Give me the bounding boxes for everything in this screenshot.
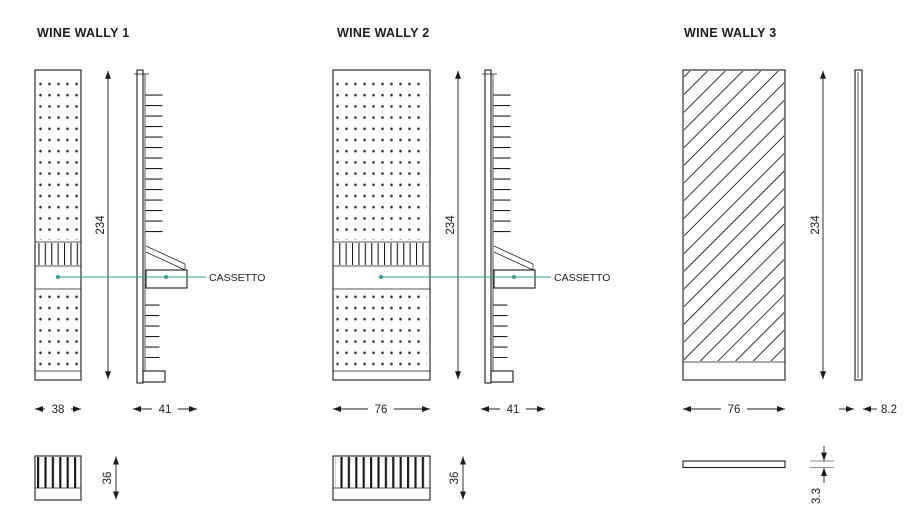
ww2-side-depth-dimension: 41	[481, 404, 545, 416]
ww2-front-width-dimension: 76	[333, 404, 430, 416]
product-title-3: WINE WALLY 3	[684, 26, 777, 40]
front-width-label: 76	[728, 404, 741, 416]
ww3-base-detail	[682, 460, 786, 469]
height-dim-label: 234	[95, 215, 107, 235]
side-depth-label: 41	[507, 404, 520, 416]
front-width-label: 76	[375, 404, 388, 416]
front-width-label: 38	[52, 404, 65, 416]
base-slats	[37, 457, 79, 488]
ww1-side-view	[134, 69, 188, 384]
ww1-side-depth-dimension: 41	[133, 404, 197, 416]
drawer-slide	[493, 245, 534, 271]
glass-hatching	[684, 71, 784, 361]
ww3-height-dimension: 234	[810, 70, 826, 380]
ww2-height-dimension: 234	[445, 70, 461, 380]
ww3-side-depth-dimension: 8.2	[839, 404, 897, 416]
ww1-front-width-dimension: 38	[35, 404, 81, 416]
ww1-base-detail	[34, 455, 82, 501]
base-bar-outline	[682, 460, 786, 469]
ww1-height-dimension: 234	[95, 70, 111, 380]
shelf-supports	[145, 92, 163, 238]
wine-wally-3-group: WINE WALLY 3 234 76 8.2	[682, 26, 897, 504]
ww1-drawer-leader: CASSETTO	[56, 272, 265, 284]
back-plate	[484, 69, 492, 384]
ww2-side-view	[482, 69, 536, 384]
panel-outline	[682, 69, 786, 381]
shelf-supports-lower	[145, 296, 160, 358]
panel-outline	[34, 69, 82, 381]
drawer-label: CASSETTO	[209, 272, 265, 284]
ww2-base-height-dimension: 36	[449, 456, 466, 500]
back-plate	[136, 69, 144, 384]
drawer-body	[145, 269, 188, 289]
leader-dot	[512, 275, 516, 279]
leader-dot	[56, 275, 60, 279]
ww1-front-view	[34, 69, 82, 381]
leader-dot	[379, 275, 383, 279]
side-depth-label: 8.2	[881, 404, 897, 416]
peg-hole-grid-lower	[336, 294, 427, 370]
peg-hole-grid	[38, 74, 79, 240]
side-depth-label: 41	[159, 404, 172, 416]
ww3-front-view	[682, 69, 786, 381]
panel-outline	[332, 69, 431, 381]
wine-wally-1-group: WINE WALLY 1 234	[34, 26, 265, 501]
base-height-label: 36	[102, 472, 114, 485]
peg-hole-grid-lower	[38, 294, 79, 370]
ww2-base-detail	[332, 455, 431, 501]
base-foot	[142, 370, 166, 383]
height-dim-label: 234	[445, 215, 457, 235]
drawer-body	[493, 269, 536, 289]
base-foot	[490, 370, 514, 383]
drawer-label: CASSETTO	[554, 272, 610, 284]
ww2-drawer-leader: CASSETTO	[379, 272, 610, 284]
panel-edge	[854, 69, 863, 381]
product-title-1: WINE WALLY 1	[37, 26, 130, 40]
base-outline	[34, 455, 82, 501]
base-slats	[335, 457, 428, 488]
ww3-side-view	[854, 69, 863, 381]
height-dim-label: 234	[810, 215, 822, 235]
base-height-label: 3.3	[811, 488, 823, 504]
shelf-supports-lower	[493, 296, 508, 358]
ww3-front-width-dimension: 76	[683, 404, 785, 416]
shelf-supports	[493, 92, 511, 238]
drawer-slide	[145, 245, 186, 271]
product-title-2: WINE WALLY 2	[337, 26, 430, 40]
peg-hole-grid	[336, 74, 427, 240]
base-height-label: 36	[449, 472, 461, 485]
ww3-base-height-dimension: 3.3	[810, 446, 834, 504]
bottle-slat-band	[36, 243, 80, 265]
leader-dot	[164, 275, 168, 279]
wine-wally-2-group: WINE WALLY 2 234	[332, 26, 610, 501]
ww2-front-view	[332, 69, 431, 381]
bottle-slat-band	[334, 243, 429, 265]
ww1-base-height-dimension: 36	[102, 456, 119, 500]
base-outline	[332, 455, 431, 501]
